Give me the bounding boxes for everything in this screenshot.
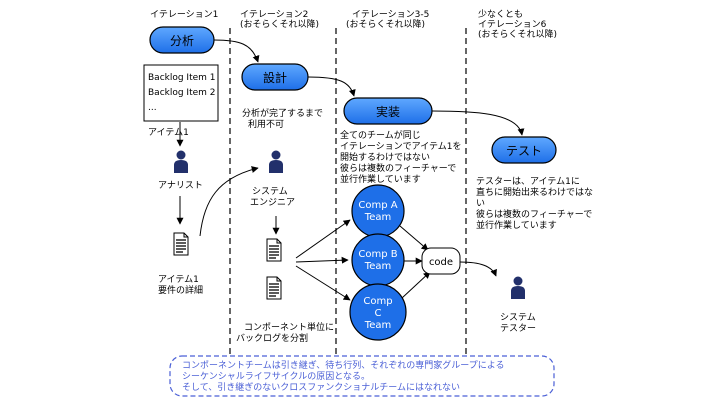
callout-box: コンポーネントチームは引き継ぎ、待ち行列、それぞれの専門家グループによる シーケ…	[169, 355, 555, 397]
header-iteration1: イテレーション1	[150, 9, 218, 20]
backlog-item-2: Backlog Item 2	[148, 88, 216, 98]
label-system-engineer-line1: システム	[252, 186, 288, 197]
arrow-team-a-to-code	[399, 225, 429, 251]
design-note-line2: 利用不可	[248, 118, 284, 130]
header-iteration35-line1: イテレーション3-5	[352, 9, 429, 20]
phase-test: テスト	[491, 136, 557, 164]
phase-analysis-label: 分析	[170, 34, 194, 48]
team-a-line2: Team	[364, 212, 391, 223]
team-b: Comp B Team	[351, 233, 405, 287]
arrow-analysis-to-design	[213, 39, 260, 63]
arrow-implementation-to-test	[431, 110, 525, 136]
phase-design-label: 設計	[263, 70, 287, 85]
header-iteration6-line1: 少なくとも	[478, 9, 523, 20]
header-iteration35-line2: (おそらくそれ以降)	[346, 18, 425, 30]
phase-design: 設計	[241, 63, 309, 91]
team-b-line2: Team	[364, 261, 391, 272]
team-a-line1: Comp A	[358, 200, 397, 211]
label-tester-line2: テスター	[500, 323, 536, 334]
label-system-engineer-line2: エンジニア	[250, 198, 295, 208]
header-iteration6-line2: イテレーション6	[478, 19, 547, 30]
team-a: Comp A Team	[351, 184, 405, 238]
component-backlog-line1: コンポーネント単位に	[244, 321, 334, 333]
spec-document-icon	[173, 232, 189, 256]
test-note-line1: テスターは、アイテム1に	[476, 176, 580, 187]
arrow-doc-to-team-b	[295, 256, 349, 264]
label-tester-line1: システム	[500, 312, 536, 323]
component-document-icon-2	[266, 276, 282, 300]
arrow-team-c-to-code	[401, 271, 431, 299]
component-backlog-line2: バックログを分割	[236, 332, 308, 344]
code-label: code	[429, 257, 453, 268]
test-note-line4: 彼らは複数のフィーチャーで	[476, 208, 592, 220]
label-spec-line2: 要件の詳細	[158, 284, 203, 296]
impl-note-line3: 開始するわけではない	[340, 151, 430, 163]
backlog-item-1: Backlog Item 1	[148, 73, 216, 83]
label-item1: アイテム1	[148, 127, 189, 138]
phase-test-label: テスト	[506, 144, 542, 158]
team-b-line1: Comp B	[358, 249, 397, 260]
tester-person-icon	[511, 276, 525, 299]
impl-note-line2: イテレーションでアイテム1を	[340, 141, 461, 152]
label-spec-line1: アイテム1	[158, 274, 199, 285]
team-c-line1: Comp	[363, 296, 392, 307]
phase-implementation: 実装	[343, 97, 433, 125]
code-box: code	[421, 247, 461, 275]
callout-line2: シーケンシャルライフサイクルの原因となる。	[182, 371, 370, 382]
test-note-line2: 直ちに開始出来るわけではな	[476, 186, 593, 198]
backlog-box: Backlog Item 1 Backlog Item 2 ...	[143, 64, 219, 122]
callout-line3: そして、引き継ぎのないクロスファンクショナルチームにはなれない	[182, 381, 460, 393]
system-engineer-person-icon	[269, 150, 283, 173]
component-document-icon-1	[266, 238, 282, 262]
impl-note-line5: 並行作業しています	[340, 173, 421, 185]
arrow-doc-to-team-a	[295, 219, 351, 259]
header-iteration6-line3: (おそらくそれ以降)	[478, 28, 557, 40]
test-note-line3: い	[476, 199, 485, 209]
team-c: Comp C Team	[349, 283, 407, 341]
arrow-code-to-tester	[459, 261, 497, 277]
label-analyst: アナリスト	[158, 180, 203, 191]
arrow-spec-to-engineer	[199, 166, 259, 237]
callout-line1: コンポーネントチームは引き継ぎ、待ち行列、それぞれの専門家グループによる	[182, 359, 504, 371]
analyst-person-icon	[174, 150, 188, 173]
phase-analysis: 分析	[149, 26, 215, 54]
arrow-design-to-implementation	[307, 76, 356, 97]
impl-note-line4: 彼らは複数のフィーチャーで	[340, 162, 456, 174]
design-note-line1: 分析が完了するまで	[242, 107, 323, 119]
backlog-more: ...	[148, 103, 157, 113]
arrow-doc-to-team-c	[295, 265, 351, 301]
impl-note-line1: 全てのチームが同じ	[340, 129, 421, 141]
header-iteration2-line2: (おそらくそれ以降)	[240, 18, 319, 30]
team-c-line2: C	[375, 308, 382, 319]
header-iteration2-line1: イテレーション2	[240, 9, 308, 20]
phase-implementation-label: 実装	[376, 104, 400, 119]
team-c-line3: Team	[364, 320, 391, 331]
test-note-line5: 並行作業しています	[476, 219, 557, 231]
